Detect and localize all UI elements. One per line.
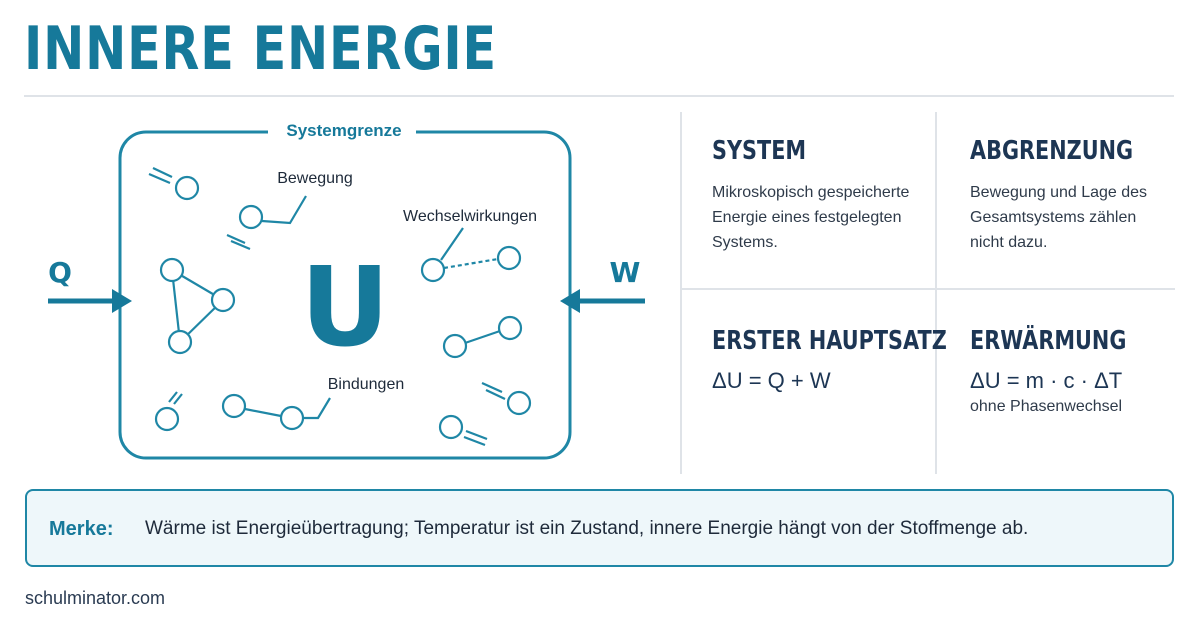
motion-line [230, 239, 251, 251]
internal-energy-symbol: U [300, 243, 389, 371]
motion-label: Bewegung [277, 170, 353, 187]
particle [442, 333, 468, 359]
bond [464, 329, 501, 345]
motion-line [226, 233, 246, 245]
motion-line [152, 167, 173, 178]
heat-label: Q [48, 256, 72, 289]
motion-line [173, 393, 183, 405]
boundary-label-bg [268, 118, 416, 144]
card-hauptsatz-title: ERSTER HAUPTSATZ [712, 326, 947, 356]
remember-box: Merke: Wärme ist Energieübertragung; Tem… [25, 489, 1174, 567]
grid-divider-center [935, 112, 937, 474]
grid-divider-horizontal [680, 288, 1175, 290]
particle [496, 245, 522, 271]
card-abgrenzung-text: Bewegung und Lage des Gesamtsystems zähl… [970, 184, 1148, 251]
boundary-label: Systemgrenze [286, 121, 401, 140]
motion-line [465, 429, 488, 441]
system-diagram-svg: Systemgrenze U Q W [48, 118, 645, 460]
motion-line [148, 172, 171, 185]
work-arrowhead [560, 289, 580, 313]
particle [167, 329, 193, 355]
heat-arrowhead [112, 289, 132, 313]
heating-formula-note: ohne Phasenwechsel [970, 398, 1123, 415]
motion-line [481, 381, 503, 394]
particle [238, 204, 264, 230]
particle [221, 393, 247, 419]
card-erwaermung: ERWÄRMUNG ΔU = m · c · ΔT ohne Phasenwec… [970, 326, 1166, 416]
particle [154, 406, 180, 432]
bonds-label: Bindungen [328, 376, 405, 393]
page-title: INNERE ENERGIE [24, 14, 497, 84]
interaction-line [443, 257, 499, 270]
info-grid: SYSTEM Mikroskopisch gespeicherte Energi… [680, 112, 1175, 474]
remember-label: Merke: [49, 518, 114, 540]
particle [159, 257, 185, 283]
grid-divider-left [680, 112, 682, 474]
particle [497, 315, 523, 341]
particle [210, 287, 236, 313]
interactions-label: Wechselwirkungen [403, 208, 537, 225]
system-diagram: Systemgrenze U Q W [0, 100, 680, 480]
work-label: W [610, 256, 641, 289]
particle [279, 405, 305, 431]
motion-line [485, 389, 506, 400]
card-system-text: Mikroskopisch gespeicherte Energie eines… [712, 184, 910, 251]
motion-line [463, 435, 486, 447]
card-hauptsatz: ERSTER HAUPTSATZ ΔU = Q + W [712, 326, 1005, 394]
card-erwaermung-title: ERWÄRMUNG [970, 326, 1127, 356]
card-system: SYSTEM Mikroskopisch gespeicherte Energi… [712, 136, 909, 255]
particle [420, 257, 446, 283]
footer-site-name: schulminator.com [25, 588, 166, 608]
particle [438, 414, 464, 440]
title-divider [24, 95, 1174, 97]
label-leader [440, 227, 464, 261]
label-leader [261, 195, 307, 225]
card-abgrenzung: ABGRENZUNG Bewegung und Lage des Gesamts… [970, 136, 1174, 255]
heating-formula: ΔU = m · c · ΔT [970, 368, 1123, 393]
remember-text: Wärme ist Energieübertragung; Temperatur… [145, 518, 1029, 539]
card-system-title: SYSTEM [712, 136, 807, 166]
particle [174, 175, 200, 201]
first-law-formula: ΔU = Q + W [712, 368, 831, 393]
card-abgrenzung-title: ABGRENZUNG [970, 136, 1134, 166]
motion-line [168, 391, 178, 403]
particle [506, 390, 532, 416]
bond [244, 407, 282, 418]
label-leader [303, 397, 331, 420]
